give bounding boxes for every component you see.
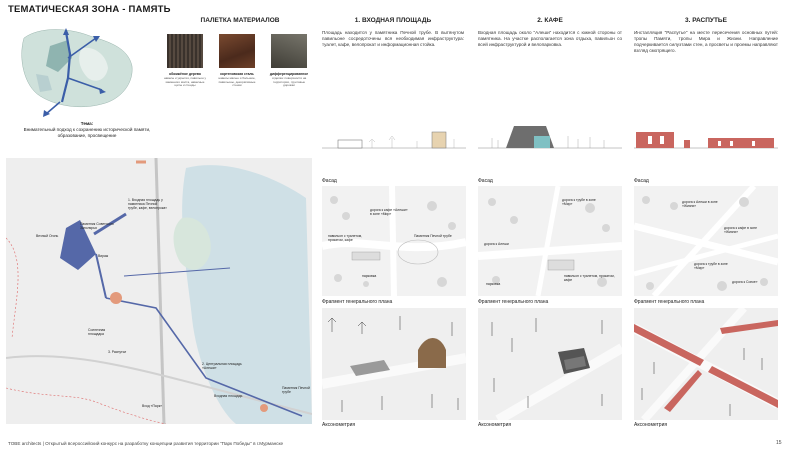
axonometry-2 [478, 308, 622, 420]
footer-text: TOBE architects | Открытый всероссийский… [8, 441, 284, 446]
theme-label: Тема: [80, 121, 94, 126]
map-label-8: Вход «Парк» [142, 404, 163, 408]
map-label-10: Памятник Печной трубе [282, 386, 310, 394]
map-label-1: 1. Входная площадь у памятника Печной тр… [128, 198, 167, 210]
plan1-label-4: парковка [362, 274, 377, 278]
swatch-corten [219, 34, 255, 68]
map-label-7: 3. Распутье [108, 350, 127, 354]
col3-facade-caption: Фасад [634, 178, 649, 184]
page-number: 15 [776, 440, 782, 446]
plan1-label-3: Памятник Печной трубе [414, 234, 452, 238]
axonometry-1 [322, 308, 466, 420]
col1-facade-caption: Фасад [322, 178, 337, 184]
plan2-label-4: парковка [486, 282, 501, 286]
overview-map [10, 18, 138, 120]
swatch-burnt-wood [167, 34, 203, 68]
facade-2 [478, 126, 622, 149]
col2-text: Входная площадь около "Алеши" находится … [478, 30, 622, 47]
col3-heading: 3. РАСПУТЬЕ [685, 17, 727, 24]
map-label-9: Входная площадь [214, 394, 243, 398]
col2-axon-caption: Аксонометрия [478, 422, 512, 428]
col1-plan-caption: Фрагмент генерального плана [322, 299, 393, 305]
master-plan-map: 1. Входная площадь у памятника Печной тр… [6, 158, 312, 424]
swatch-3-desc: отделка: поверхности на территории, грун… [271, 76, 307, 88]
map-label-4: Вираж [98, 254, 109, 258]
col3-text: Инсталляция "Распутье" на месте пересече… [634, 30, 778, 53]
plan3-label-3: дорога к трубе в зоне «Мир» [694, 262, 728, 270]
plan1-label-1: дорога к кафе «Алеши» в зоне «Мир» [370, 208, 408, 216]
map-label-5: Солнечная площадка [88, 328, 106, 336]
col3-axon-caption: Аксонометрия [634, 422, 668, 428]
col3-plan-caption: Фрагмент генерального плана [634, 299, 705, 305]
map-label-3: Вечный Огонь [36, 234, 59, 238]
page-title: ТЕМАТИЧЕСКАЯ ЗОНА - ПАМЯТЬ [8, 4, 171, 15]
map-label-2: Памятник Советского Заполярья [80, 222, 114, 230]
palette-heading: ПАЛЕТКА МАТЕРИАЛОВ [200, 17, 280, 24]
col2-heading: 2. КАФЕ [537, 17, 563, 24]
plan1-label-2: павильон с туалетом, прокатом, кафе [328, 234, 363, 242]
facade-1 [322, 131, 466, 149]
map-label-6: 2. Центральная площадь «Алеши» [202, 362, 242, 370]
plan3-label-2: дорога к кафе в зоне «Жизни» [724, 226, 758, 234]
col2-plan-caption: Фрагмент генерального плана [478, 299, 549, 305]
swatch-2-name: кортеновская сталь [220, 72, 254, 76]
plan2-label-3: павильон с туалетом, прокатом, кафе [564, 274, 615, 282]
plan-fragment-1: дорога к кафе «Алеши» в зоне «Мир» павил… [322, 186, 466, 296]
col1-axon-caption: Аксонометрия [322, 422, 356, 428]
plan3-label-1: дорога к Алеши в зоне «Жизни» [682, 200, 718, 208]
swatch-2-desc: навесы малые и большие, павильоны, декор… [218, 76, 256, 88]
plan-fragment-2: дорога к трубе в зоне «Мир» дорога к Але… [478, 186, 622, 296]
swatch-3-name: дифференцированное [269, 72, 309, 76]
facade-3 [634, 132, 778, 149]
swatch-1-desc: навесы и укрытия, павильон у каменного м… [163, 76, 207, 88]
swatch-1-name: обожжёное дерево [169, 72, 201, 76]
col1-text: Площадь находится у памятника Печной тру… [322, 30, 464, 47]
plan3-label-4: дорога к Сопке» [732, 280, 758, 284]
col1-heading: 1. ВХОДНАЯ ПЛОЩАДЬ [354, 17, 432, 24]
swatch-differentiated [271, 34, 307, 68]
plan2-label-1: дорога к трубе в зоне «Мир» [562, 198, 596, 206]
plan-fragment-3: дорога к Алеши в зоне «Жизни» дорога к к… [634, 186, 778, 296]
theme-text: Внимательный подход к сохранению историч… [23, 127, 151, 138]
plan2-label-2: дорога к Алеши [484, 242, 509, 246]
col2-facade-caption: Фасад [478, 178, 493, 184]
axonometry-3 [634, 308, 778, 420]
